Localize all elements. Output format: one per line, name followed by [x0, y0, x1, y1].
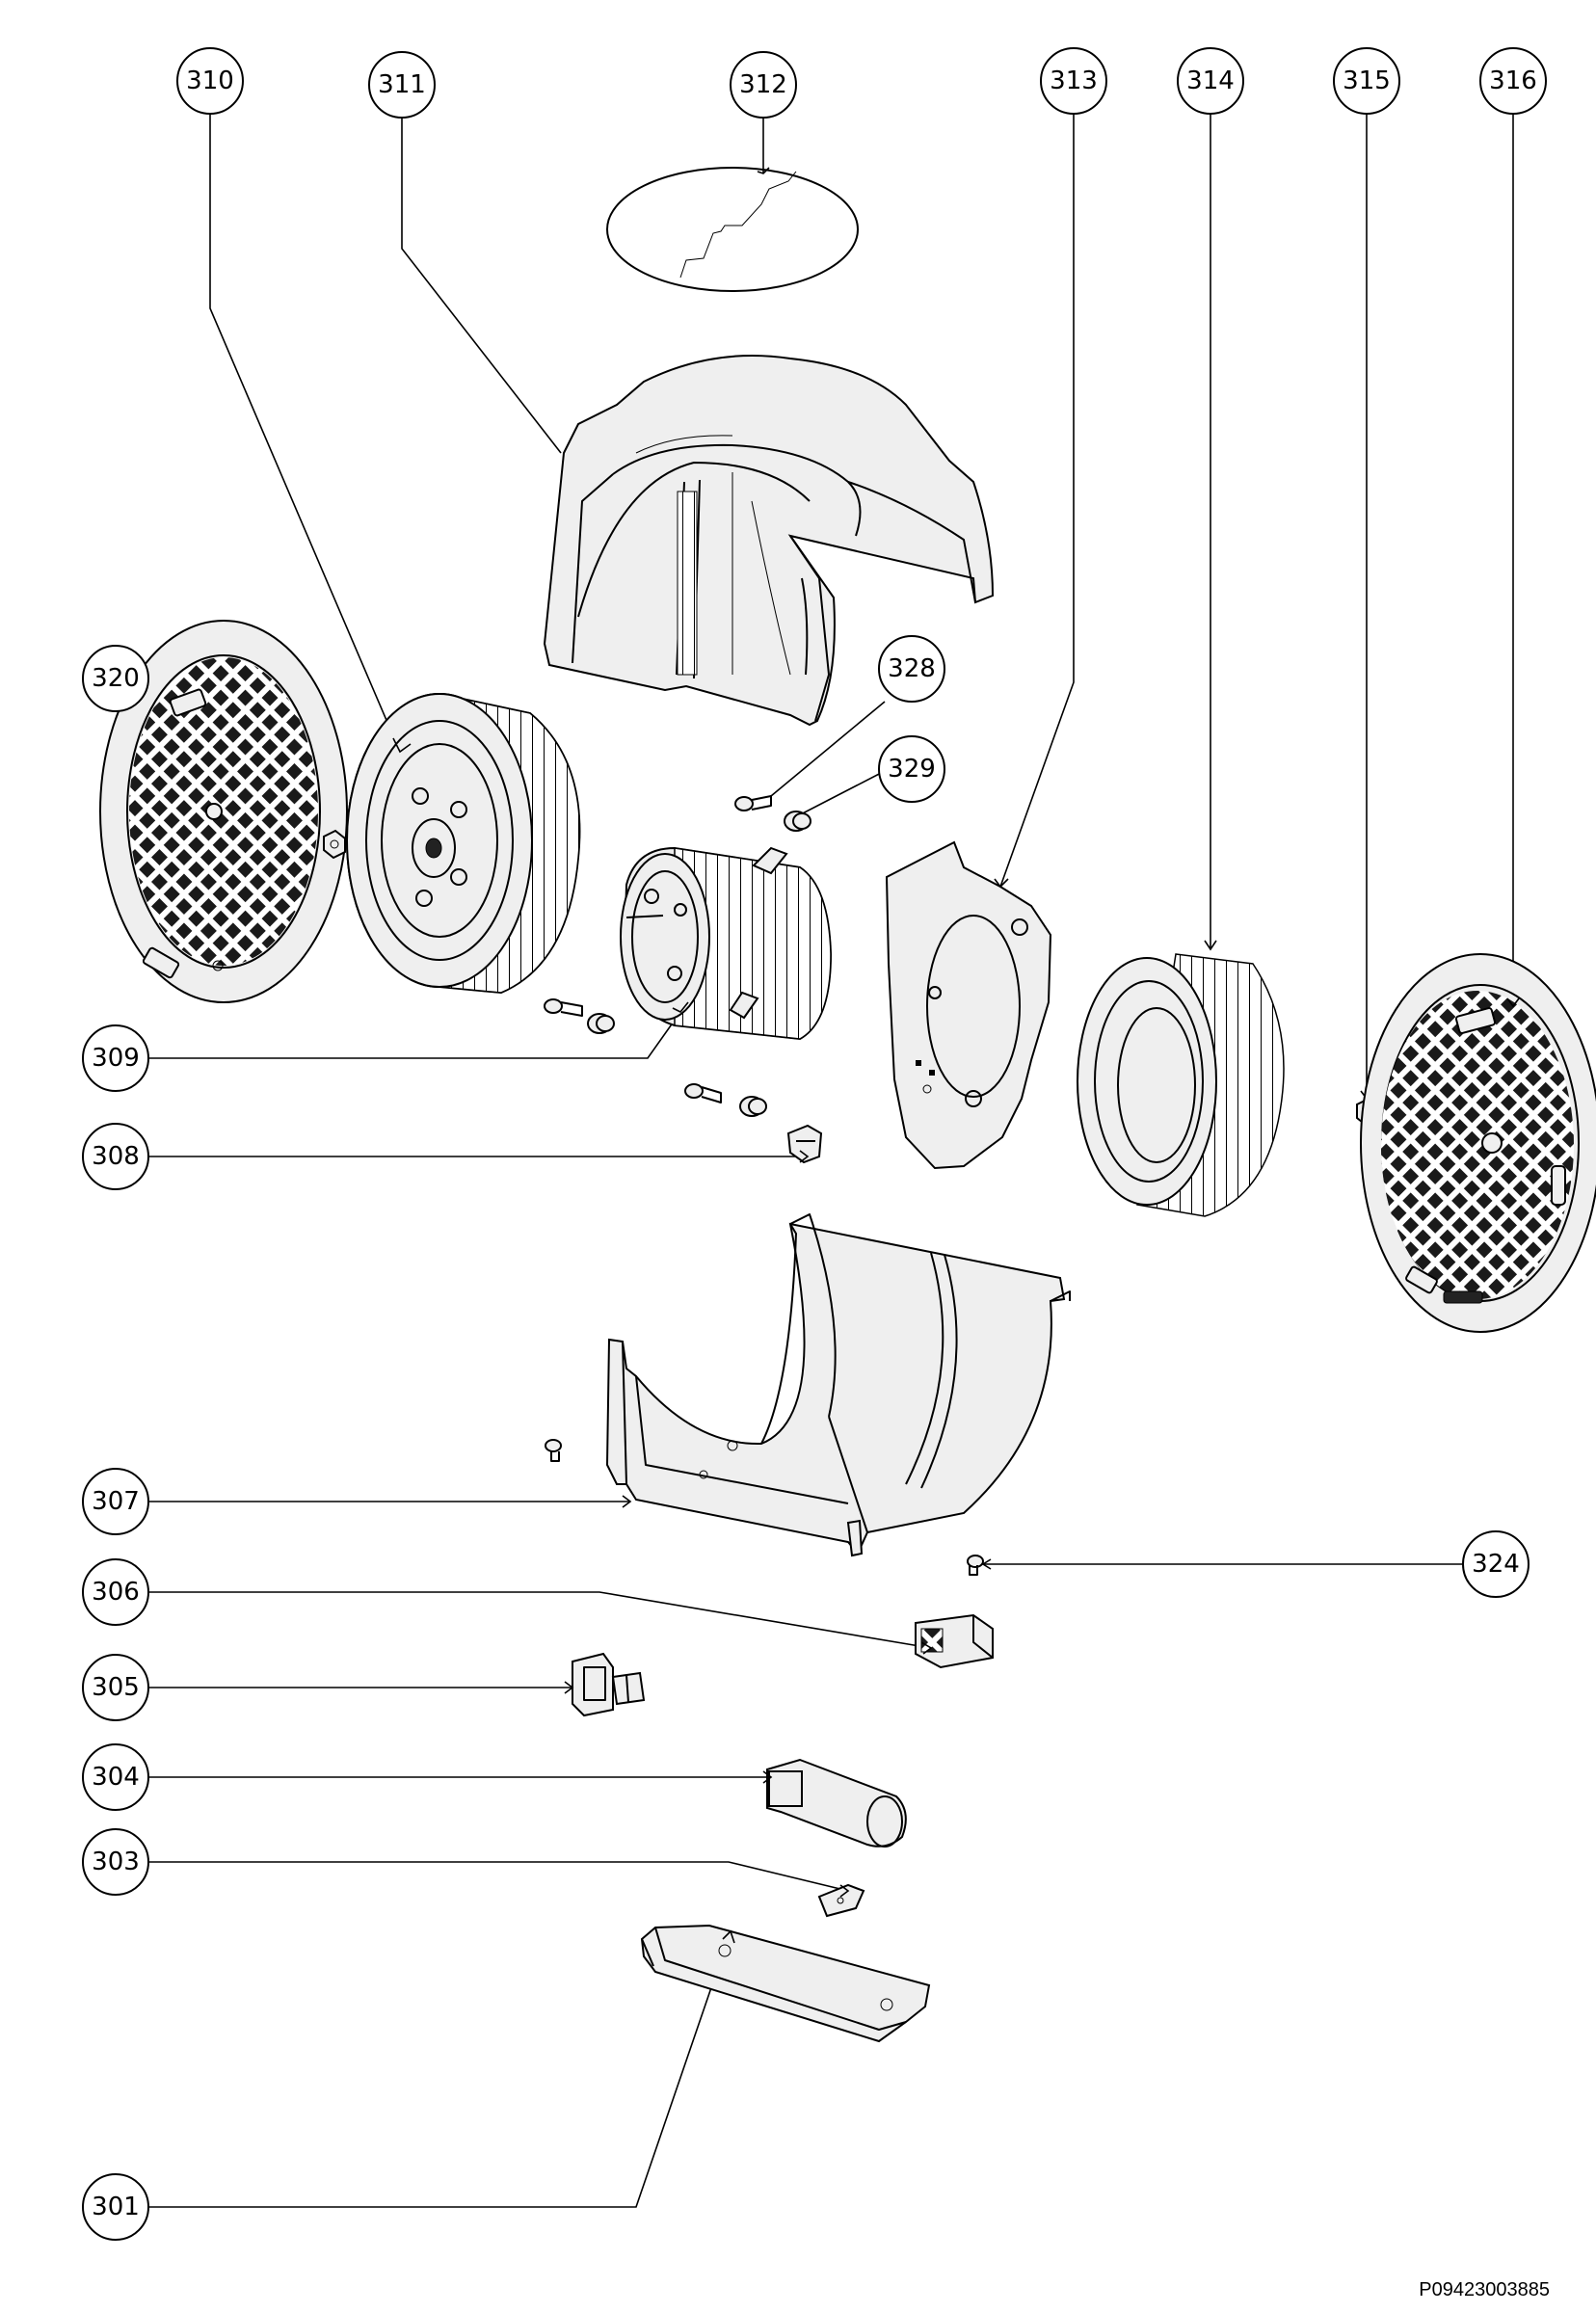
callout-label: 303 [92, 1848, 140, 1876]
callouts: 310 311 312 313 314 315 316 320 328 329 … [82, 47, 1547, 2241]
part-303-bracket [817, 1883, 865, 1918]
callout-328: 328 [878, 635, 945, 703]
callout-329: 329 [878, 735, 945, 803]
part-316-right-grille [1360, 953, 1596, 1333]
part-304-capacitor [762, 1758, 907, 1848]
callout-304: 304 [82, 1743, 149, 1811]
callout-label: 320 [92, 664, 140, 693]
callout-label: 313 [1050, 66, 1098, 95]
callout-label: 316 [1489, 66, 1537, 95]
callout-306: 306 [82, 1558, 149, 1626]
part-324-screw [967, 1555, 992, 1576]
leader-311 [401, 114, 562, 454]
callout-label: 309 [92, 1044, 140, 1073]
leader-306 [143, 1591, 932, 1649]
part-320-left-grille [99, 620, 348, 1003]
part-310-left-impeller [346, 693, 581, 995]
drawing-reference-code: P09423003885 [1419, 2279, 1550, 2300]
callout-label: 306 [92, 1578, 140, 1607]
callout-label: 315 [1343, 66, 1391, 95]
leader-303 [143, 1861, 849, 1892]
callout-303: 303 [82, 1828, 149, 1896]
part-328-screw [734, 795, 772, 811]
part-309-motor [620, 846, 833, 1041]
callout-313: 313 [1040, 47, 1107, 115]
leader-310 [209, 104, 401, 753]
callout-308: 308 [82, 1123, 149, 1190]
part-screw-307 [545, 1439, 562, 1462]
part-screws-lower-left [544, 998, 767, 1117]
callout-label: 312 [739, 70, 787, 99]
callout-311: 311 [368, 51, 436, 119]
callout-label: 301 [92, 2193, 140, 2221]
callout-label: 304 [92, 1763, 140, 1792]
callout-312: 312 [730, 51, 797, 119]
leader-329 [794, 770, 886, 818]
leader-313 [999, 104, 1075, 888]
callout-309: 309 [82, 1024, 149, 1092]
callout-label: 310 [186, 66, 234, 95]
part-nut-left [323, 829, 346, 860]
callout-label: 308 [92, 1142, 140, 1171]
callout-label: 328 [888, 654, 936, 683]
callout-301: 301 [82, 2173, 149, 2241]
part-301-bottom-plate [640, 1924, 931, 2043]
leader-301 [143, 1930, 732, 2208]
callout-307: 307 [82, 1468, 149, 1535]
callout-324: 324 [1462, 1530, 1530, 1598]
leader-309 [143, 1011, 681, 1059]
part-306-connector [915, 1613, 994, 1669]
callout-315: 315 [1333, 47, 1400, 115]
leader-lines [143, 104, 1514, 2208]
part-307-lower-housing [605, 1213, 1071, 1557]
callout-label: 324 [1472, 1550, 1520, 1579]
part-308-clip [786, 1124, 823, 1164]
callout-314: 314 [1177, 47, 1244, 115]
callout-label: 305 [92, 1673, 140, 1702]
leader-328 [770, 701, 886, 797]
callout-label: 314 [1186, 66, 1235, 95]
part-313-mounting-plate [885, 840, 1052, 1170]
callout-label: 307 [92, 1487, 140, 1516]
callout-320: 320 [82, 645, 149, 712]
callout-316: 316 [1479, 47, 1547, 115]
callout-305: 305 [82, 1654, 149, 1721]
callout-label: 329 [888, 755, 936, 784]
part-329-grommet [784, 811, 811, 832]
part-311-upper-housing [543, 355, 995, 727]
part-305-terminal [564, 1652, 646, 1717]
part-314-right-impeller [1077, 940, 1285, 1217]
callout-310: 310 [176, 47, 244, 115]
callout-label: 311 [378, 70, 426, 99]
part-312-disc [606, 167, 859, 292]
